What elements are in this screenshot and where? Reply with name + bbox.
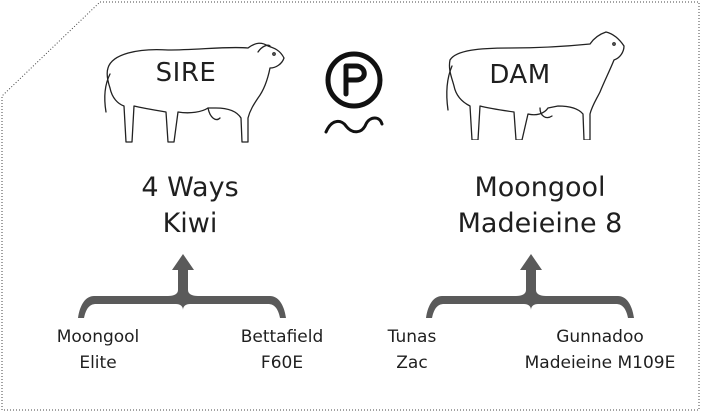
sire-name-line2: Kiwi	[162, 208, 218, 239]
dam-grandparent-1: Tunas Zac	[362, 324, 462, 376]
grandparent-line2: Madeieine M109E	[524, 353, 676, 373]
cow-outline-icon	[446, 31, 625, 140]
sire-grandparent-2: Bettafield F60E	[222, 324, 342, 376]
dam-name: Moongool Madeieine 8	[430, 170, 650, 242]
sire-name: 4 Ways Kiwi	[80, 170, 300, 242]
grandparent-line1: Tunas	[387, 327, 437, 347]
bull-outline-icon	[104, 42, 285, 143]
grandparent-line1: Moongool	[56, 327, 140, 347]
grandparent-line2: Zac	[396, 353, 428, 373]
grandparent-line2: F60E	[260, 353, 304, 373]
grandparent-line1: Bettafield	[240, 327, 324, 347]
grandparent-line2: Elite	[79, 353, 117, 373]
sire-name-line1: 4 Ways	[141, 172, 239, 203]
dam-name-line1: Moongool	[474, 172, 606, 203]
sire-brace-arrow	[78, 254, 286, 318]
grandparent-line1: Gunnadoo	[556, 327, 644, 347]
dam-grandparent-2: Gunnadoo Madeieine M109E	[510, 324, 690, 376]
dam-brace-arrow	[426, 254, 634, 318]
dam-name-line2: Madeieine 8	[457, 208, 623, 239]
p-brand-icon	[324, 51, 384, 134]
sire-grandparent-1: Moongool Elite	[38, 324, 158, 376]
dam-label: DAM	[489, 60, 551, 90]
sire-label: SIRE	[155, 58, 217, 88]
sire-animal: SIRE	[98, 38, 288, 148]
dam-animal: DAM	[440, 30, 630, 140]
